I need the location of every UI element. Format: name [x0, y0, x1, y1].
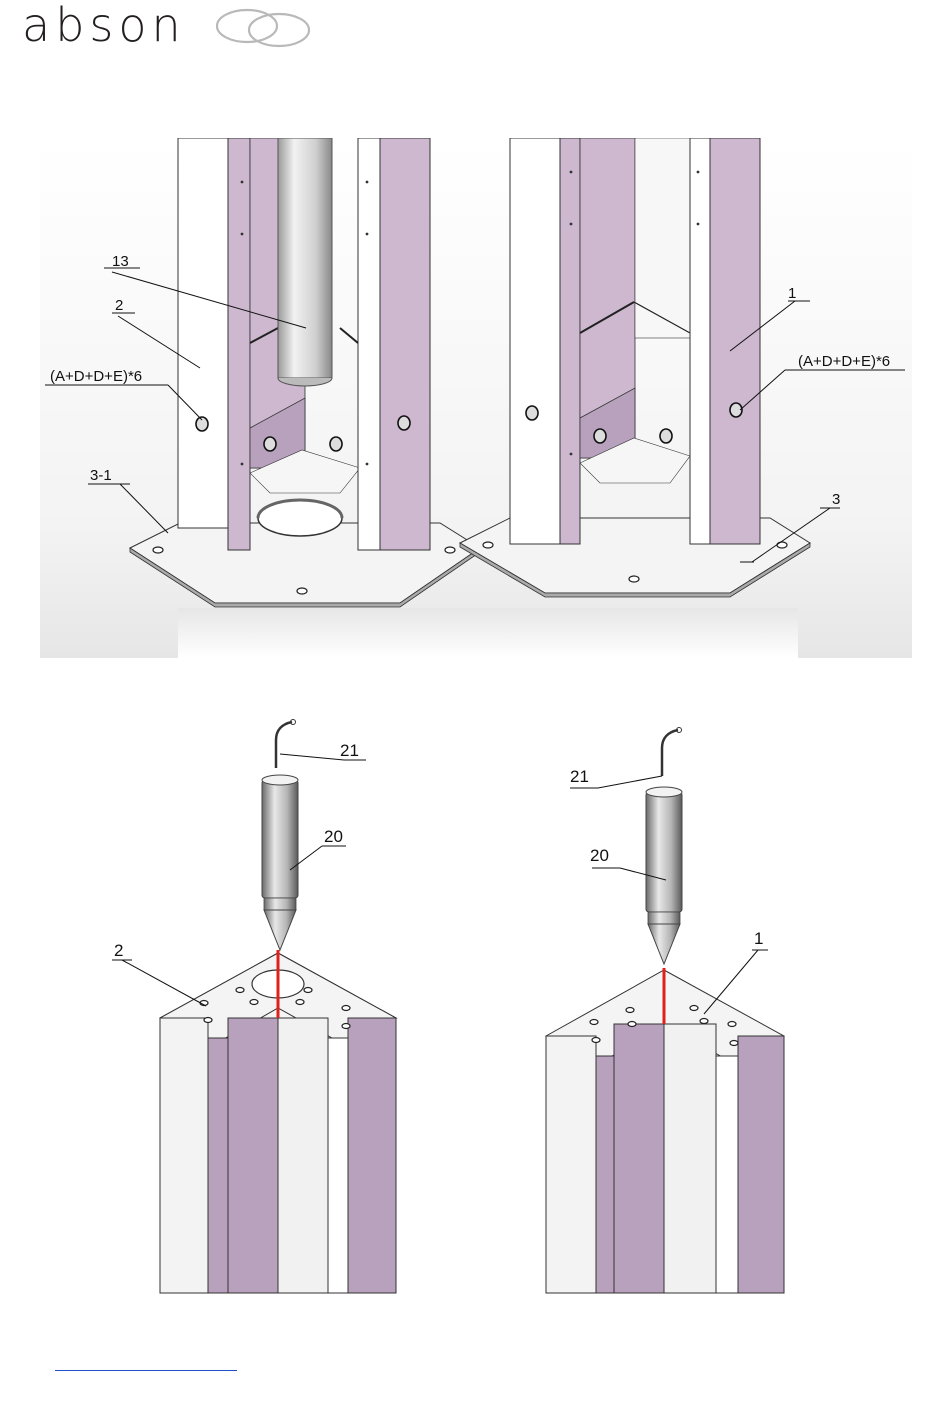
left-probe-20: [262, 780, 298, 898]
label-left-base-3-1: 3-1: [90, 467, 112, 484]
label-right-base-3: 3: [832, 491, 840, 508]
footer-link[interactable]: [55, 1352, 237, 1371]
label-left-probe-20: 20: [324, 827, 343, 846]
bottom-probe-figure: 21 20 2 21 20 1: [100, 718, 820, 1298]
label-left-column-2: 2: [114, 941, 123, 960]
logo-rings-icon: [207, 4, 327, 52]
label-pipe-13: 13: [112, 253, 129, 270]
right-probe-20: [646, 792, 682, 912]
label-right-column-1: 1: [788, 285, 796, 302]
label-left-cable-21: 21: [340, 741, 359, 760]
pipe-13: [278, 138, 332, 378]
label-right-cable-21: 21: [570, 767, 589, 786]
top-assembly-figure: 13 2 (A+D+D+E)*6 3-1 1 (A+D+D+E)*6 3: [40, 138, 912, 658]
label-right-bolts: (A+D+D+E)*6: [798, 353, 890, 370]
logo-wordmark: absON: [22, 0, 186, 52]
label-right-probe-20: 20: [590, 846, 609, 865]
left-column-2: [178, 138, 228, 528]
right-column-1: [710, 138, 760, 544]
label-left-column-2: 2: [115, 297, 123, 314]
floor-reflection: [178, 608, 798, 658]
label-right-column-1: 1: [754, 929, 763, 948]
label-left-bolts: (A+D+D+E)*6: [50, 368, 142, 385]
absON-logo: absON: [22, 2, 322, 60]
